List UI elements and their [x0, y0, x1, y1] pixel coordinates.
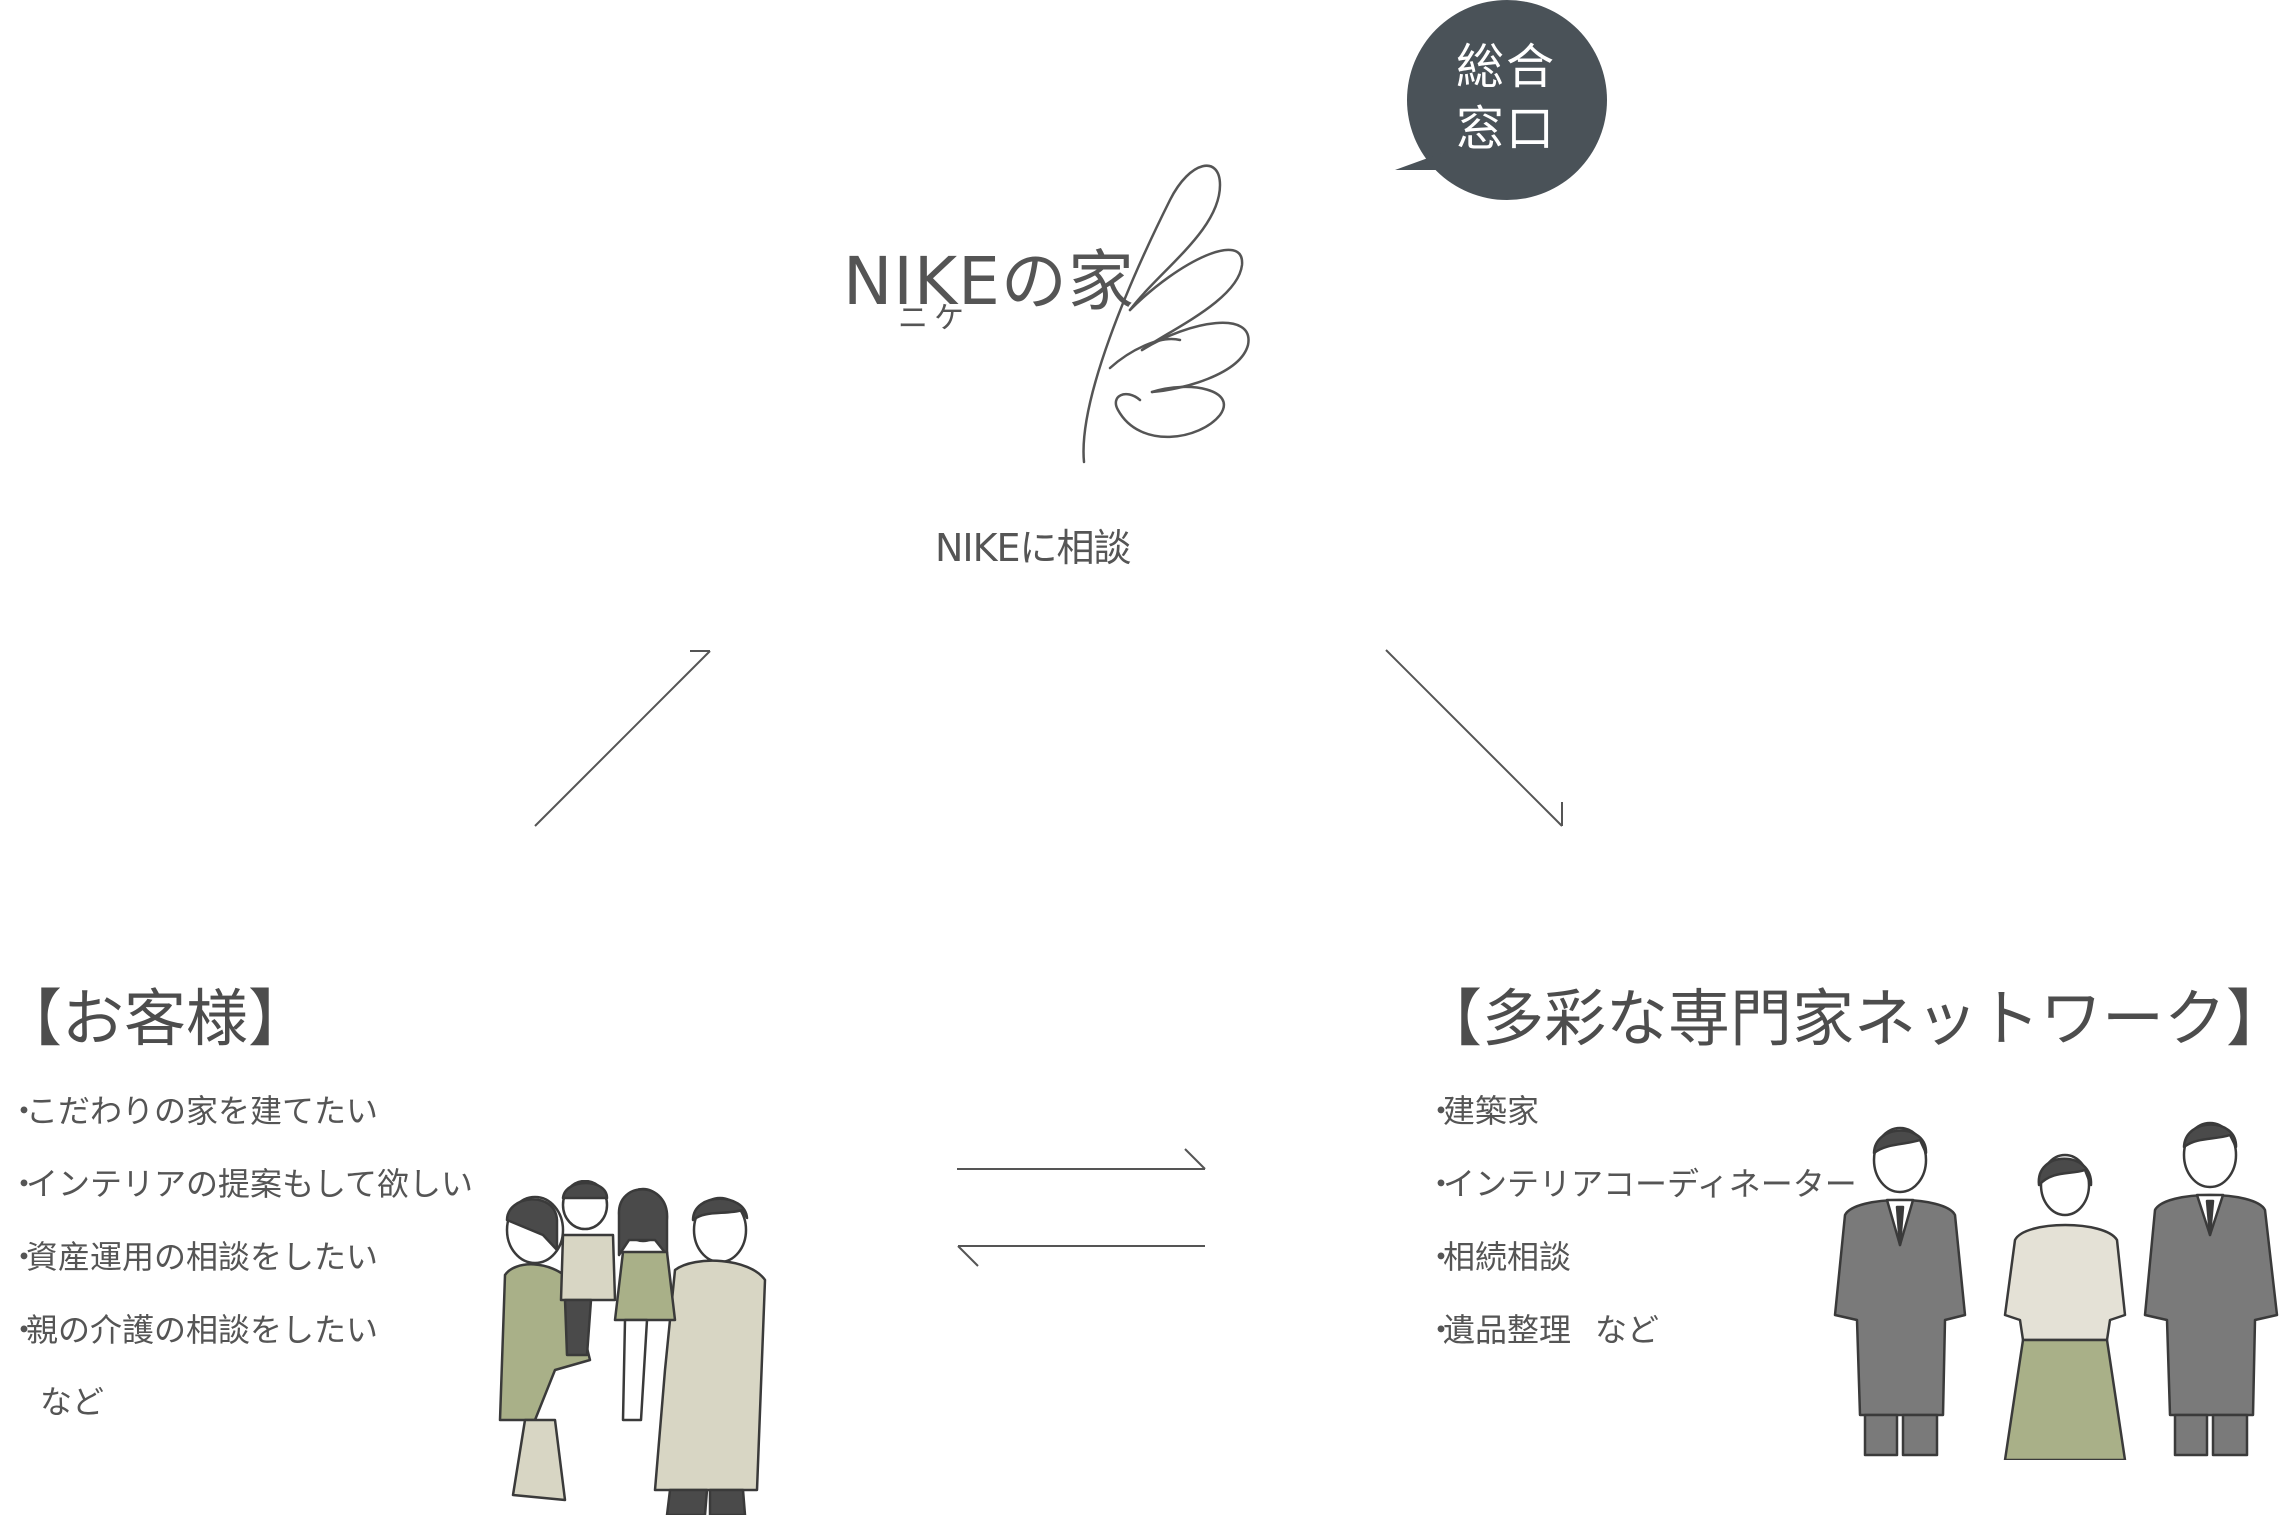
bubble-line-2: 窓口 [1455, 101, 1556, 157]
staff-illustration [1833, 1121, 2279, 1460]
list-item: ・遺品整理 [1425, 1311, 1572, 1349]
logo-wordmark: NIKEの家 [843, 243, 1135, 320]
logo-ruby: ニケ [898, 301, 970, 336]
arrow-to-network [1385, 649, 1563, 827]
consult-label: NIKEに相談 [935, 526, 1132, 570]
family-illustration [498, 1180, 767, 1515]
speech-bubble [1395, 0, 1607, 200]
list-item: ・こだわりの家を建てたい [8, 1092, 379, 1130]
list-item: ・建築家 [1425, 1092, 1540, 1130]
list-item: ・インテリアコーディネーター [1425, 1165, 1857, 1203]
network-heading: 【多彩な専門家ネットワーク】 [1420, 982, 2279, 1055]
customer-heading: 【お客様】 [0, 982, 311, 1055]
list-item: ・相続相談 [1425, 1238, 1572, 1276]
list-item: ・インテリアの提案もして欲しい [8, 1165, 474, 1203]
arrow-to-nike [534, 650, 711, 827]
list-item: ・資産運用の相談をしたい [8, 1238, 379, 1276]
wing-logo-icon [1082, 164, 1250, 464]
bubble-line-1: 総合 [1455, 39, 1556, 95]
customer-note: など [40, 1383, 105, 1421]
arrow-right-exchange [957, 1148, 1206, 1170]
bubble-label: 総合 窓口 [1395, 36, 1617, 160]
customer-list: ・こだわりの家を建てたい ・インテリアの提案もして欲しい ・資産運用の相談をした… [8, 1075, 473, 1367]
arrow-left-exchange [957, 1245, 1205, 1267]
list-item: ・親の介護の相談をしたい [8, 1311, 379, 1349]
network-note: など [1595, 1311, 1660, 1349]
network-list: ・建築家 ・インテリアコーディネーター ・相続相談 ・遺品整理 [1425, 1075, 1857, 1367]
